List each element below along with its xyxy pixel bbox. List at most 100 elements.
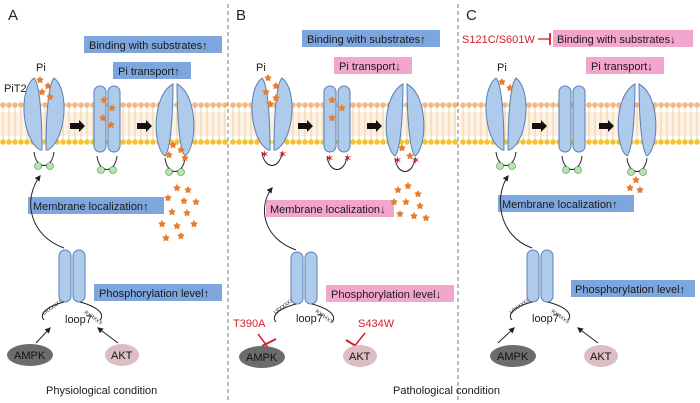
transport-label: Pi transport↓ xyxy=(591,61,653,73)
phospho-site-icon xyxy=(639,168,647,176)
lipid-head-bottom xyxy=(362,139,368,145)
right-arrow-icon xyxy=(532,120,547,132)
pi-label: Pi xyxy=(497,62,507,74)
lipid-head-top xyxy=(144,102,150,108)
curved-arrow-icon xyxy=(499,175,533,249)
lipid-head-bottom xyxy=(210,139,216,145)
pi-molecule-icon xyxy=(165,151,173,159)
loop7-curve xyxy=(164,157,186,172)
lipid-head-bottom xyxy=(198,139,204,145)
lipid-head-bottom xyxy=(586,139,592,145)
lipid-head-bottom xyxy=(72,139,78,145)
lipid-head-top xyxy=(12,102,18,108)
akt-ellipse xyxy=(105,344,139,366)
pi-molecule-icon xyxy=(328,114,336,122)
phospho-site-icon xyxy=(34,162,42,170)
lipid-head-bottom xyxy=(676,139,682,145)
phospho-site-icon xyxy=(97,166,105,174)
pit2-transporter xyxy=(155,83,195,157)
transporter-lobe xyxy=(273,77,293,151)
mutation-star-icon: ✶ xyxy=(393,155,402,167)
lipid-head-top xyxy=(550,102,556,108)
lipid-head-bottom xyxy=(658,139,664,145)
pi-molecule-icon xyxy=(410,212,418,220)
lipid-head-bottom xyxy=(174,139,180,145)
lipid-head-bottom xyxy=(440,139,446,145)
lipid-head-bottom xyxy=(132,139,138,145)
transport-label: Pi transport↓ xyxy=(339,61,401,73)
akt-ellipse xyxy=(584,345,618,367)
pi-molecule-icon xyxy=(192,198,200,206)
pi-molecule-icon xyxy=(183,209,191,217)
lipid-head-top xyxy=(362,102,368,108)
lipid-head-top xyxy=(6,102,12,108)
pi-molecule-icon xyxy=(190,220,198,228)
ampk-ellipse xyxy=(7,344,53,366)
panel-b: B Binding with substrates↑ Pi transport↓… xyxy=(233,7,500,397)
lipid-head-top xyxy=(18,102,24,108)
lipid-head-bottom xyxy=(452,139,458,145)
lipid-head-top xyxy=(466,102,472,108)
curved-arrow-icon xyxy=(264,187,297,251)
lipid-head-bottom xyxy=(466,139,472,145)
transport-box-bg xyxy=(334,57,412,74)
lipid-head-bottom xyxy=(460,139,466,145)
lipid-head-top xyxy=(544,102,550,108)
down-arrow-icon: ↓ xyxy=(670,34,676,46)
phospho-label: Phosphorylation level↑ xyxy=(99,288,209,300)
lipid-head-top xyxy=(676,102,682,108)
pit2-transporter xyxy=(251,77,293,151)
lipid-head-bottom xyxy=(380,139,386,145)
pi-molecule-icon xyxy=(266,100,274,108)
down-arrow-icon: ↓ xyxy=(647,61,653,73)
binding-box-bg xyxy=(84,36,222,53)
mutation-star-icon: ✶ xyxy=(343,153,352,165)
lipid-head-top xyxy=(150,102,156,108)
phospho-box-bg xyxy=(571,280,695,297)
lipid-head-bottom xyxy=(598,139,604,145)
akt-node: AKT xyxy=(343,345,377,367)
lipid-head-top xyxy=(126,102,132,108)
pi-molecule-icon xyxy=(107,121,115,129)
lipid-head-bottom xyxy=(688,139,694,145)
mutation-star-icon: ✶ xyxy=(325,153,334,165)
lipid-head-top xyxy=(374,102,380,108)
up-arrow-icon: ↑ xyxy=(174,66,180,78)
lipid-head-top xyxy=(132,102,138,108)
footer-physiological: Physiological condition xyxy=(46,385,157,397)
phospho-box: Phosphorylation level↑ xyxy=(571,280,695,297)
lipid-head-top xyxy=(380,102,386,108)
lipid-head-bottom xyxy=(12,139,18,145)
pit2-transporter xyxy=(558,85,586,153)
phospho-site-icon xyxy=(109,166,117,174)
transporter-lobe xyxy=(23,77,43,151)
lipid-head-bottom xyxy=(302,139,308,145)
lipid-head-bottom xyxy=(0,139,6,145)
pit2-dimer-lobe xyxy=(540,249,554,303)
lipid-head-bottom xyxy=(592,139,598,145)
phospho-site-icon xyxy=(177,168,185,176)
lipid-head-bottom xyxy=(550,139,556,145)
right-arrow-icon xyxy=(298,120,313,132)
lipid-head-bottom xyxy=(634,139,640,145)
lipid-head-top xyxy=(688,102,694,108)
pi-molecule-icon xyxy=(164,194,172,202)
binding-box: Binding with substrates↓ xyxy=(553,30,693,47)
lipid-head-top xyxy=(440,102,446,108)
lipid-head-top xyxy=(84,102,90,108)
lipid-head-bottom xyxy=(610,139,616,145)
binding-box-bg xyxy=(302,30,440,47)
panel-letter: A xyxy=(8,7,18,24)
pi-molecule-icon xyxy=(328,96,336,104)
transport-box-bg xyxy=(113,62,191,79)
lipid-head-bottom xyxy=(254,139,260,145)
transporter-lobe xyxy=(485,77,505,151)
graphics-layer: ✶✶✶✶✶✶ xyxy=(23,74,657,344)
mutation-star-icon: ✶ xyxy=(278,149,287,161)
lipid-head-top xyxy=(0,102,6,108)
lipid-head-top xyxy=(694,102,700,108)
akt-label: AKT xyxy=(349,351,371,363)
lipid-head-top xyxy=(538,102,544,108)
inhibition-bar-icon xyxy=(261,338,277,347)
lipid-head-bottom xyxy=(544,139,550,145)
